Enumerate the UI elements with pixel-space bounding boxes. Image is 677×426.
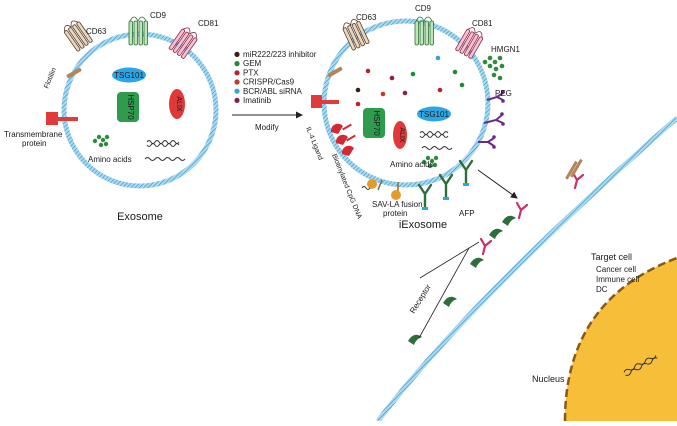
label-icd9: CD9 — [415, 4, 432, 13]
legend-dot-1 — [234, 61, 240, 67]
label-il4-ligand: IL-4 Ligand — [304, 126, 324, 161]
ihsp70-icon — [363, 108, 385, 138]
peg-beads — [492, 90, 505, 149]
target-cell-membrane — [376, 116, 677, 423]
label-target-type-2: DC — [596, 285, 608, 294]
legend-label-1: GEM — [243, 59, 262, 68]
legend-label-3: CRISPR/Cas9 — [243, 78, 295, 87]
label-cd81: CD81 — [198, 19, 219, 28]
label-transmembrane-line2: protein — [22, 139, 46, 148]
label-sav-la-line1: SAV-LA fusion — [372, 200, 423, 209]
iflotillin-icon — [327, 66, 343, 78]
icd63-protein-icon — [342, 19, 370, 51]
nucleus-dna-icon — [623, 355, 657, 373]
receptor-pointer-2 — [419, 241, 480, 279]
hsp70-icon — [117, 92, 139, 122]
label-itsg101: TSG101 — [419, 110, 449, 119]
hmgn1-icon — [482, 55, 505, 81]
cd81-protein-icon — [168, 27, 198, 59]
label-receptor: Receptor — [408, 282, 433, 315]
label-peg: PEG — [495, 89, 512, 98]
label-target-cell: Target cell — [591, 252, 632, 262]
label-flotillin: Flotillin — [43, 67, 58, 90]
cargo-legend: miR222/223 inhibitorGEMPTXCRISPR/Cas9BCR… — [234, 50, 317, 105]
left-exosome-membrane — [61, 31, 219, 189]
icd9-protein-icon — [414, 16, 434, 46]
cd63-protein-icon — [64, 20, 93, 52]
legend-dot-2 — [234, 70, 240, 76]
label-hsp70: HSP70 — [126, 94, 135, 120]
target-flotillin-icon — [565, 158, 583, 180]
receptor-pointer-1 — [418, 247, 470, 339]
peg-icon — [478, 92, 504, 147]
label-target-type-0: Cancer cell — [596, 265, 636, 274]
afp-antibody-icon — [417, 159, 474, 210]
label-iamino-acids: Amino acids — [390, 160, 434, 169]
legend-dot-0 — [234, 51, 240, 58]
legend-dot-4 — [234, 88, 240, 94]
left-exosome-title: Exosome — [117, 211, 163, 223]
tsg101-icon — [112, 67, 146, 83]
legend-label-2: PTX — [243, 68, 259, 77]
ialix-icon — [393, 121, 407, 149]
label-amino-acids: Amino acids — [88, 155, 132, 164]
cd9-protein-icon — [128, 16, 148, 46]
afp-tips — [422, 183, 469, 210]
legend-label-4: BCR/ABL siRNA — [243, 87, 302, 96]
label-afp: AFP — [459, 209, 475, 218]
nucleus-border — [563, 256, 677, 422]
sav-la-icon — [391, 182, 401, 200]
label-transmembrane-line1: Transmembrane — [4, 130, 63, 139]
label-biotinylated-cpg: Biotinylated CpG DNA — [330, 153, 363, 220]
flotillin-icon — [66, 67, 82, 79]
icd81-protein-icon — [455, 27, 484, 59]
label-tsg101: TSG101 — [114, 71, 144, 80]
transmembrane-protein-icon — [46, 112, 78, 125]
legend-dot-3 — [234, 79, 240, 85]
legend-label-0: miR222/223 inhibitor — [243, 50, 317, 59]
itsg101-icon — [417, 106, 451, 122]
left-exosome: CD63 CD9 CD81 Flotillin Transmembrane pr… — [4, 11, 219, 223]
label-icd81: CD81 — [472, 19, 493, 28]
label-hmgn1: HMGN1 — [491, 45, 520, 54]
right-exosome-title: iExosome — [399, 219, 447, 231]
irna-icon — [421, 146, 453, 150]
label-sav-la-line2: protein — [383, 209, 407, 218]
dna-icon — [146, 140, 180, 144]
right-exosome: CD63 CD9 CD81 HMGN1 PEG — [304, 4, 520, 231]
cpg-dna-icon — [361, 179, 383, 191]
label-cd9: CD9 — [150, 11, 167, 20]
label-cd63: CD63 — [86, 27, 107, 36]
label-nucleus: Nucleus — [532, 374, 565, 384]
label-icd63: CD63 — [356, 13, 377, 22]
legend-label-5: Imatinib — [243, 96, 272, 105]
rna-icon — [144, 157, 186, 161]
green-receptors — [408, 215, 516, 345]
label-ialix: ALIX — [398, 127, 405, 143]
itransmembrane-protein-icon — [311, 95, 339, 108]
iamino-acids-icon — [421, 155, 439, 169]
label-ihsp70: HSP70 — [372, 110, 381, 136]
target-cell: Receptor Nucleus Target cell Cancer cell… — [376, 116, 677, 423]
cargo-dots — [355, 55, 465, 107]
alix-icon — [169, 89, 185, 119]
label-target-type-1: Immune cell — [596, 275, 639, 284]
legend-dot-5 — [234, 97, 240, 103]
il4-ligand-icon — [330, 123, 356, 156]
modify-label: Modify — [255, 123, 279, 132]
pink-receptors — [479, 171, 585, 256]
label-alix: ALIX — [175, 96, 182, 112]
amino-acids-icon — [92, 134, 110, 148]
nucleus-body — [565, 258, 677, 421]
delivery-arrow — [477, 169, 518, 199]
